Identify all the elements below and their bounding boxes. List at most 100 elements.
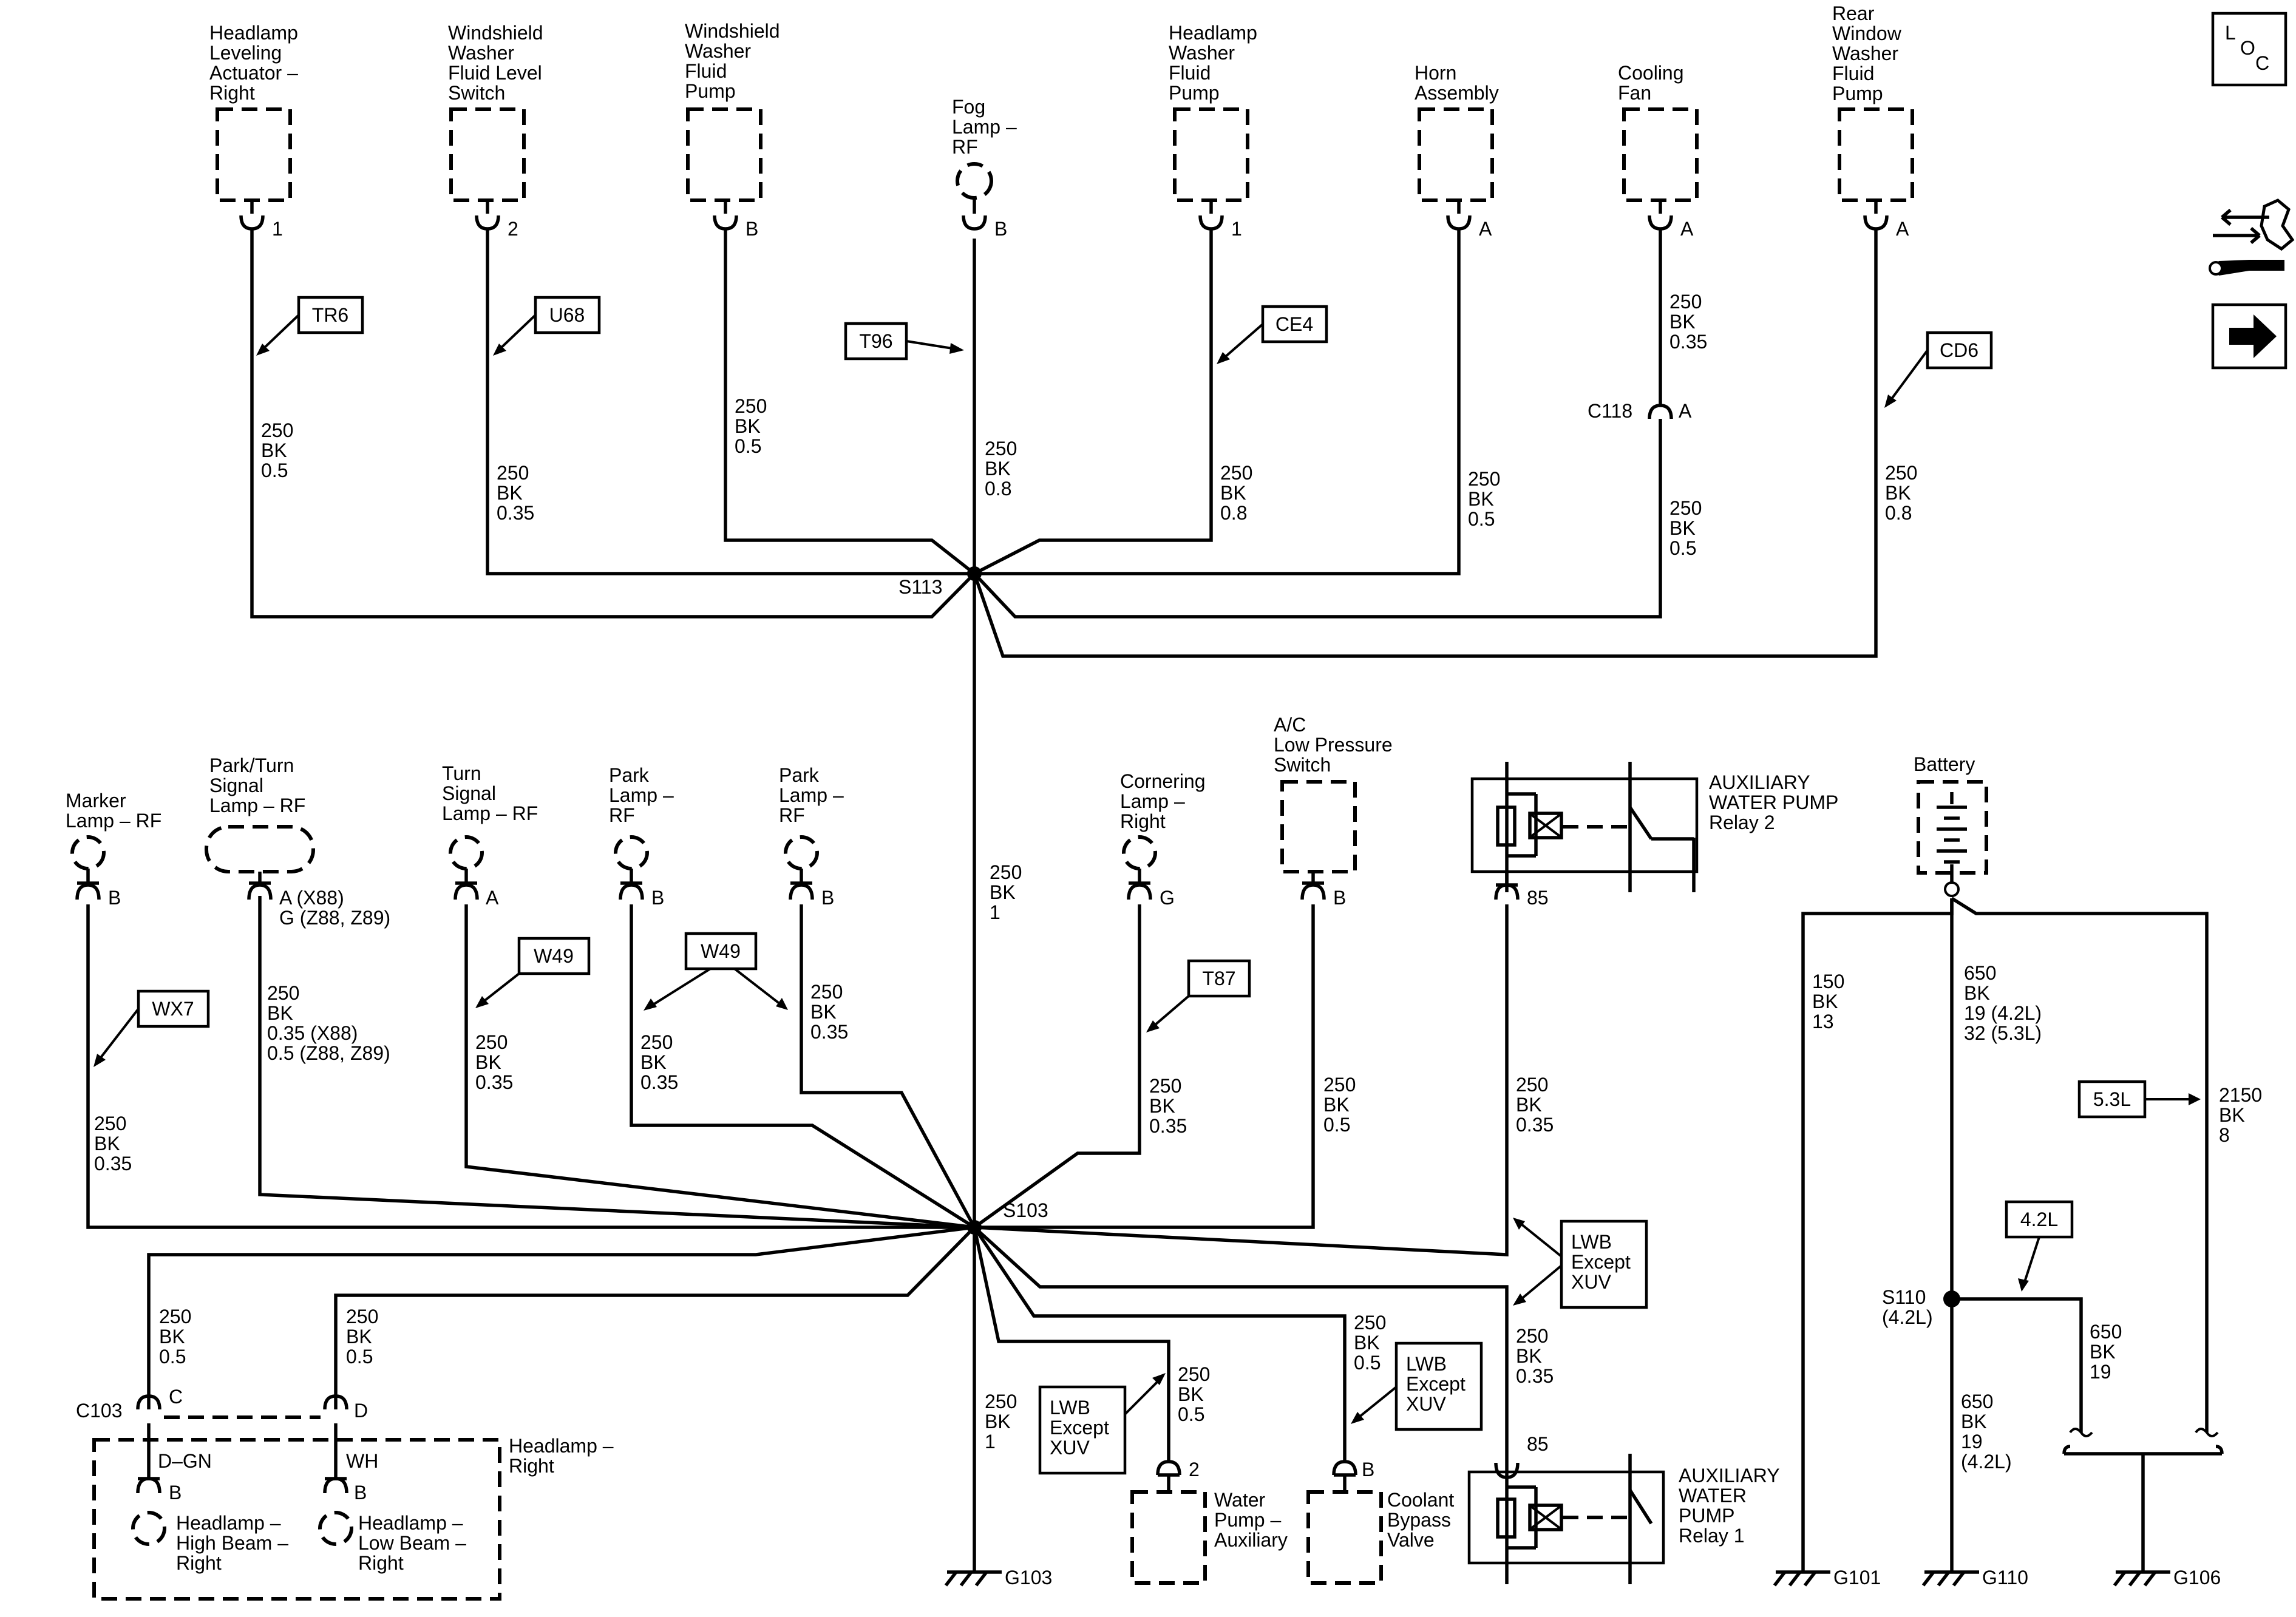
- cornering-lamp-bulb: [1122, 835, 1157, 870]
- terminal-cup: [713, 200, 738, 231]
- option-t96: T96: [859, 330, 892, 352]
- pin-c103-c: C: [169, 1386, 183, 1408]
- ground-g106-symbol: [2113, 1570, 2170, 1587]
- wire-hl-low-color: WH: [346, 1450, 378, 1472]
- top-connector-terminals: [239, 198, 1889, 419]
- label-battery: Battery: [1914, 753, 1975, 775]
- marker-lamp-bulb: [70, 835, 106, 870]
- location-view-button[interactable]: L O C: [2211, 12, 2288, 87]
- splice-s110-dot: [1943, 1290, 1960, 1307]
- next-page-arrow-icon[interactable]: [2211, 303, 2288, 370]
- loc-letter-l: L: [2225, 22, 2236, 44]
- middle-connector-terminals: [75, 869, 1326, 900]
- coolant-valve-box: [1306, 1490, 1383, 1585]
- connector-c103-label: C103: [76, 1400, 123, 1422]
- park-lamp-1-bulb: [614, 835, 649, 870]
- wire-hl-high-color: D–GN: [158, 1450, 212, 1472]
- ground-g103-label: G103: [1005, 1567, 1052, 1588]
- ground-g101-label: G101: [1833, 1567, 1881, 1588]
- terminal-cup: [962, 198, 987, 231]
- terminal-cup: [239, 200, 265, 231]
- option-ce4: CE4: [1275, 313, 1313, 335]
- pin-ws-fluid-level: 2: [508, 218, 518, 240]
- battery-symbol: [1917, 780, 1988, 897]
- ac-switch-box: [1280, 780, 1357, 873]
- horn-box: [1418, 107, 1494, 202]
- ground-g110-symbol: [1921, 1570, 1979, 1587]
- pin-hl-low-beam: B: [354, 1482, 367, 1503]
- terminal-pin: [247, 872, 273, 900]
- option-wx7: WX7: [152, 998, 194, 1020]
- option-tr6: TR6: [312, 304, 348, 326]
- option-w49-b: W49: [701, 940, 741, 962]
- loc-letter-o: O: [2240, 37, 2255, 59]
- option-u68: U68: [549, 304, 585, 326]
- top-components: [216, 107, 1914, 202]
- pin-park-lamp-1: B: [651, 887, 664, 909]
- pin-marker-lamp: B: [108, 887, 121, 909]
- terminal-cup: [1648, 200, 1673, 231]
- terminal-pin: [453, 869, 479, 900]
- bottom-components: [92, 1394, 1383, 1601]
- splice-s113-label: S113: [898, 576, 942, 598]
- option-5-3l: 5.3L: [2093, 1088, 2131, 1110]
- terminal-pin: [789, 869, 814, 900]
- label-hl-high-beam: Headlamp –High Beam –Right: [176, 1512, 288, 1574]
- low-beam-bulb: [318, 1511, 353, 1546]
- pin-c103-d: D: [354, 1400, 368, 1422]
- terminal-pin: [1300, 872, 1326, 900]
- terminal-pin: [75, 869, 101, 900]
- terminal-pin: [1127, 869, 1152, 900]
- ground-g106-label: G106: [2173, 1567, 2221, 1588]
- pin-horn: A: [1479, 218, 1492, 240]
- ws-fluid-level-box: [449, 107, 526, 202]
- label-hl-low-beam: Headlamp –Low Beam –Right: [358, 1512, 466, 1574]
- turn-signal-lamp-bulb: [449, 835, 484, 870]
- fog-lamp-bulb: [956, 162, 993, 200]
- pin-aux-relay-2: 85: [1527, 887, 1549, 909]
- pin-labels: 1 2 B B 1 A A A A B A (X88)G (Z88, Z89) …: [108, 218, 1909, 1503]
- pin-ws-fluid-pump: B: [746, 218, 758, 240]
- ground-g101-symbol: [1773, 1570, 1830, 1587]
- pin-hl-level-actuator: 1: [272, 218, 283, 240]
- loc-letter-c: C: [2255, 52, 2269, 74]
- connector-service-icon[interactable]: [2209, 198, 2295, 276]
